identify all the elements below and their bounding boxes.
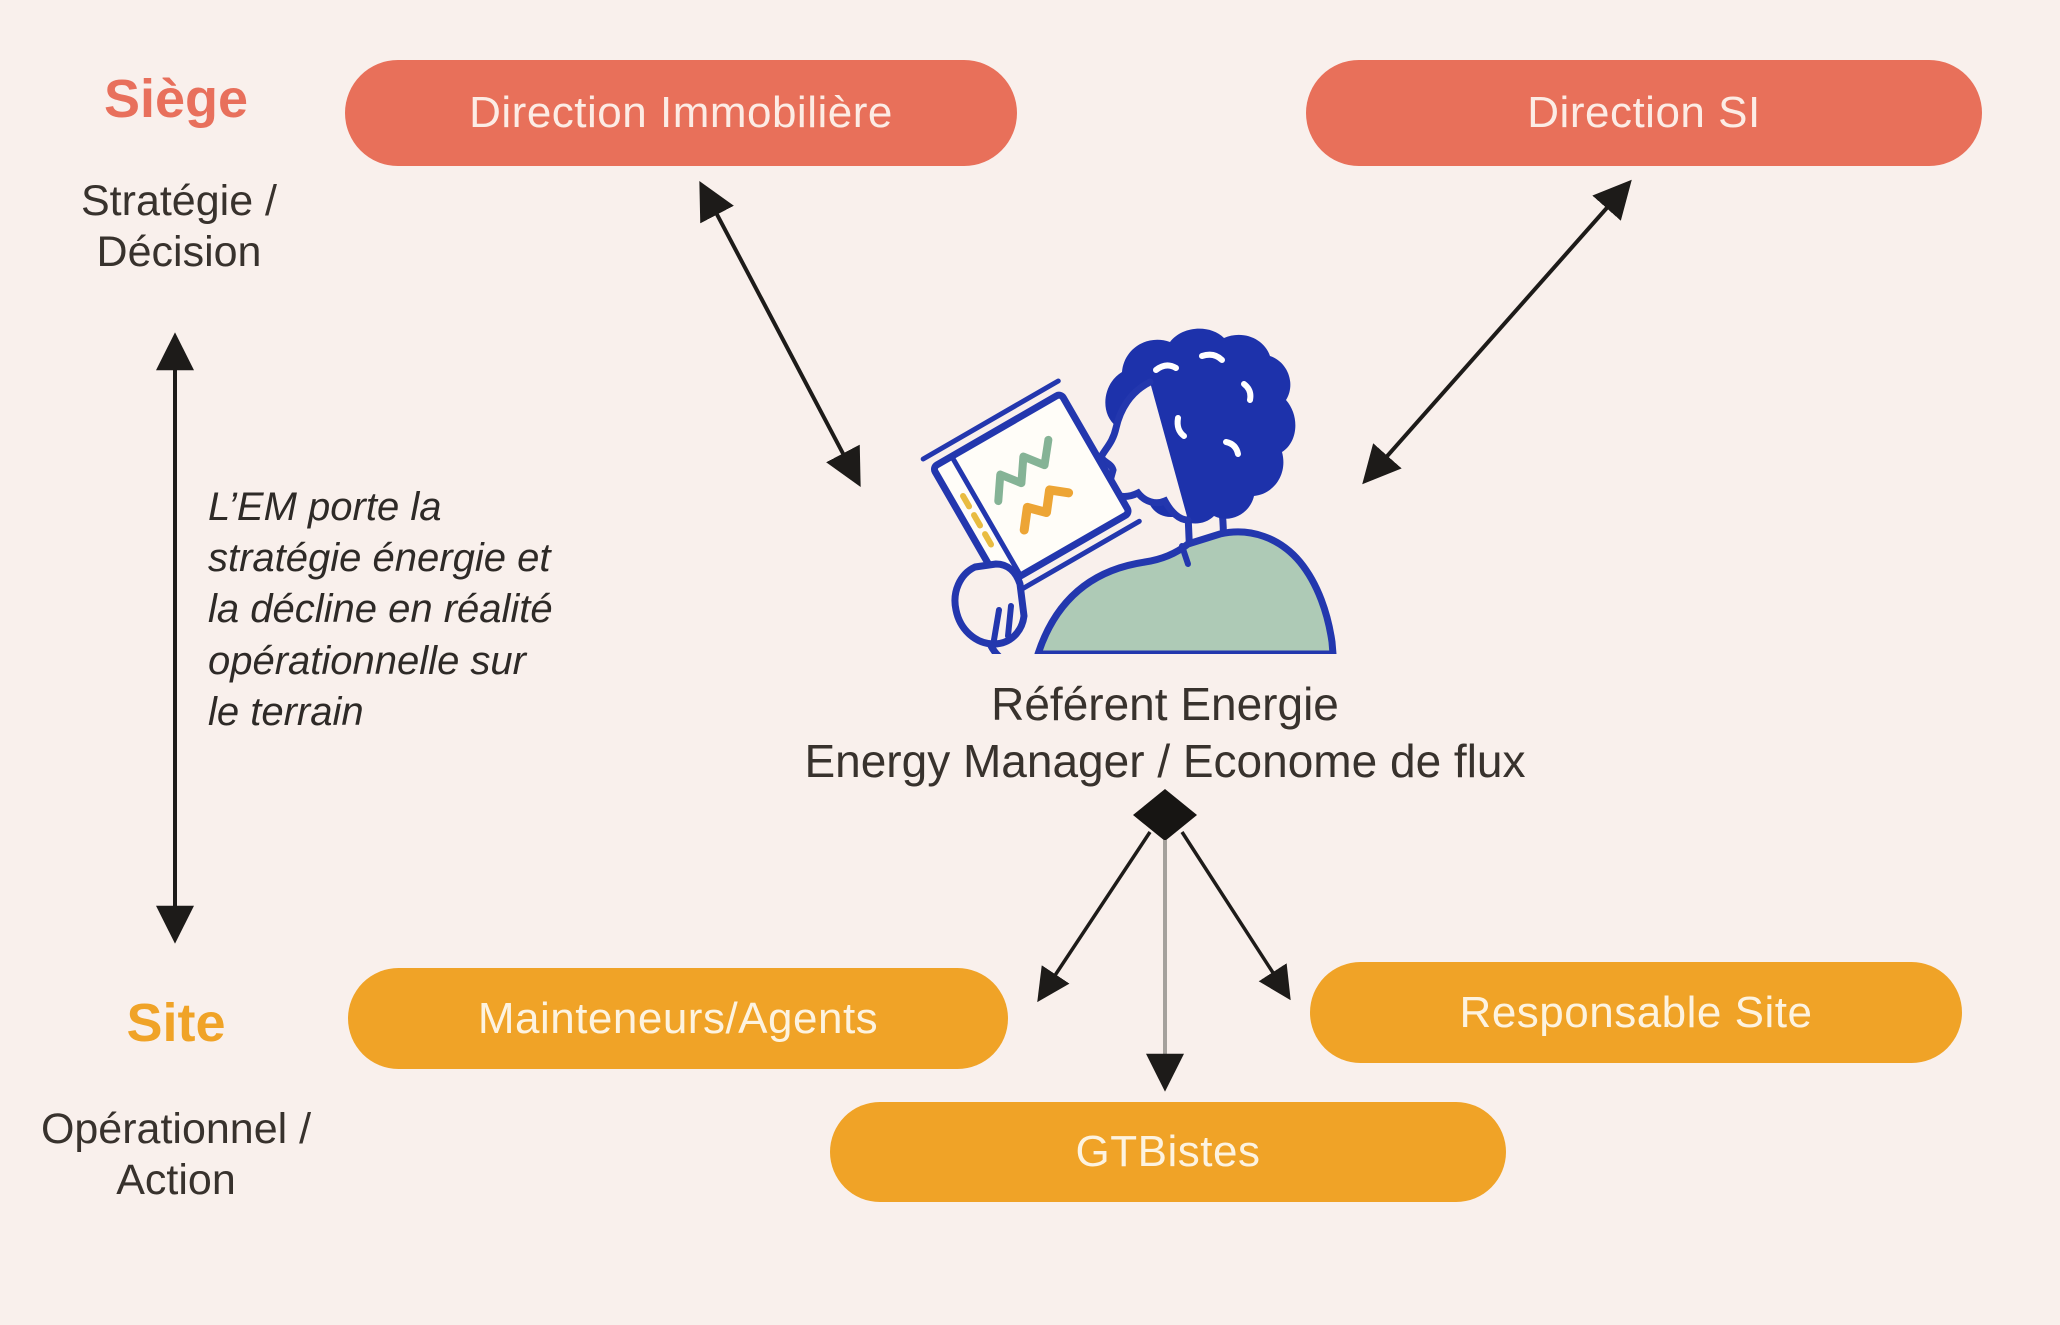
collar-line: [1179, 543, 1191, 567]
node-direction-si-label: Direction SI: [1527, 88, 1761, 137]
central-role-line2: Energy Manager / Econome de flux: [804, 735, 1526, 788]
node-responsable-site-label: Responsable Site: [1459, 987, 1813, 1037]
tablet-bezel-marks: [960, 493, 995, 548]
node-direction-si: Direction SI: [1306, 60, 1982, 166]
arrow-responsable-site: [1180, 831, 1291, 1001]
tablet-device: [920, 378, 1142, 602]
chart-zigzag-green: [994, 435, 1053, 506]
level-label-site: Site: [126, 993, 226, 1053]
node-gtbistes: GTBistes: [830, 1102, 1506, 1202]
shirt-shape: [1034, 528, 1337, 654]
annotation-em-role: L’EM porte la stratégie énergie et la dé…: [208, 485, 553, 734]
node-mainteneurs-agents-label: Mainteneurs/Agents: [477, 993, 879, 1043]
energy-manager-illustration-icon: [920, 328, 1337, 654]
arrow-mainteneurs: [1037, 831, 1152, 1003]
central-role-title: Référent Energie Energy Manager / Econom…: [660, 676, 1670, 790]
arrow-direction-immobiliere: [699, 180, 861, 488]
node-direction-immobiliere-label: Direction Immobilière: [469, 88, 893, 137]
node-direction-immobiliere: Direction Immobilière: [345, 60, 1017, 166]
arrow-direction-si: [1362, 179, 1632, 485]
level-sub-site: Opérationnel / Action: [40, 1105, 312, 1204]
node-gtbistes-label: GTBistes: [1075, 1127, 1261, 1176]
node-mainteneurs-agents: Mainteneurs/Agents: [348, 968, 1008, 1069]
central-role-line1: Référent Energie: [991, 678, 1339, 730]
chart-zigzag-orange: [1019, 485, 1074, 535]
hand-holding-tablet: [951, 560, 1028, 654]
level-label-siege: Siège: [103, 69, 249, 129]
node-responsable-site: Responsable Site: [1310, 962, 1962, 1063]
arrow-hub-diamond: [1133, 789, 1197, 841]
level-sub-siege: Stratégie / Décision: [81, 177, 277, 276]
